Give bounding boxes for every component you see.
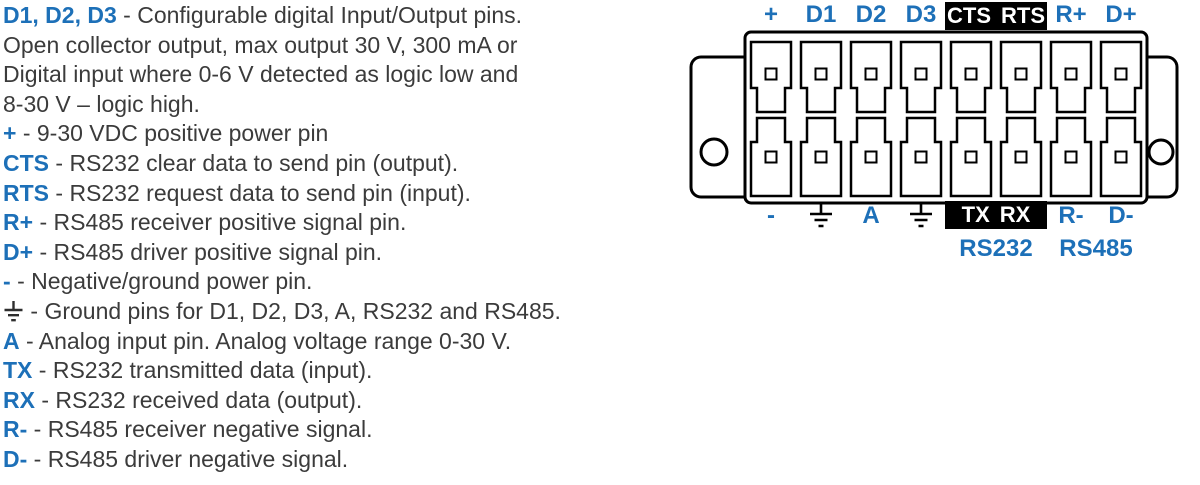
desc-entry-analog: A - Analog input pin. Analog voltage ran…	[3, 327, 695, 357]
pin-label-d2: D2	[855, 1, 887, 28]
desc-entry-d-minus: D- - RS485 driver negative signal.	[3, 445, 695, 475]
desc-entry-d-plus: D+ - RS485 driver positive signal pin.	[3, 238, 695, 268]
pin-term-d-minus: D-	[3, 445, 28, 472]
desc-text: - RS485 driver positive signal pin.	[39, 238, 383, 265]
pin-term-minus: -	[3, 268, 11, 295]
pin-term-plus: +	[3, 120, 17, 147]
desc-text: - RS232 transmitted data (input).	[38, 357, 373, 384]
desc-entry-rts: RTS - RS232 request data to send pin (in…	[3, 179, 695, 209]
desc-entry-r-plus: R+ - RS485 receiver positive signal pin.	[3, 208, 695, 238]
desc-text: - RS232 request data to send pin (input)…	[55, 179, 471, 206]
pin-label-cts: CTS	[947, 3, 991, 28]
interface-label-rs232: RS232	[959, 235, 1033, 262]
pin-label-r-minus: R-	[1058, 202, 1084, 229]
pin-label-d-minus: D-	[1108, 202, 1134, 229]
desc-text: - RS485 driver negative signal.	[33, 445, 349, 472]
pin-label-r-plus: R+	[1055, 1, 1087, 28]
pin-label-minus: -	[767, 202, 775, 229]
desc-text: - Configurable digital Input/Output pins…	[123, 2, 523, 28]
desc-text: - RS485 receiver negative signal.	[33, 416, 373, 443]
desc-text: - Analog input pin. Analog voltage range…	[26, 327, 512, 354]
desc-entry-rx: RX - RS232 received data (output).	[3, 386, 695, 416]
pin-label-plus: +	[763, 1, 779, 28]
rs232-cts-rts-box: CTS RTS	[945, 2, 1047, 30]
desc-entry-r-minus: R- - RS485 receiver negative signal.	[3, 415, 695, 445]
desc-text: 8-30 V – logic high.	[3, 90, 200, 117]
desc-text: - RS232 received data (output).	[41, 386, 363, 413]
pin-label-rx: RX	[999, 202, 1031, 227]
pin-label-rts: RTS	[1001, 3, 1045, 28]
interface-label-rs485: RS485	[1059, 235, 1133, 262]
desc-entry-cts: CTS - RS232 clear data to send pin (outp…	[3, 149, 695, 179]
desc-entry-ground: - Ground pins for D1, D2, D3, A, RS232 a…	[3, 297, 695, 327]
desc-entry-d1d2d3: D1, D2, D3 - Configurable digital Input/…	[3, 1, 695, 119]
desc-text: Digital input where 0-6 V detected as lo…	[3, 61, 519, 88]
pin-label-d-plus: D+	[1105, 1, 1137, 28]
pin-descriptions: D1, D2, D3 - Configurable digital Input/…	[3, 1, 695, 475]
pin-label-d3: D3	[905, 1, 937, 28]
connector-diagram: + D1 D2 D3 CTS RTS R+ D+ - A TX RX R- D-…	[680, 0, 1180, 275]
terminal-block-drawing	[689, 30, 1179, 205]
desc-text: Open collector output, max output 30 V, …	[3, 31, 518, 58]
pin-term-r-minus: R-	[3, 416, 28, 443]
desc-text: - RS485 receiver positive signal pin.	[39, 209, 407, 236]
pin-term-d-plus: D+	[3, 238, 34, 265]
desc-entry-tx: TX - RS232 transmitted data (input).	[3, 356, 695, 386]
pin-label-d1: D1	[805, 1, 837, 28]
desc-entry-plus: + - 9-30 VDC positive power pin	[3, 119, 695, 149]
desc-entry-minus: - - Negative/ground power pin.	[3, 267, 695, 297]
desc-text: - Ground pins for D1, D2, D3, A, RS232 a…	[30, 297, 561, 324]
pin-term-rts: RTS	[3, 179, 49, 206]
pin-term-cts: CTS	[3, 149, 49, 176]
pin-label-analog: A	[862, 202, 880, 229]
ground-icon	[908, 202, 934, 237]
rs232-tx-rx-box: TX RX	[945, 201, 1047, 229]
pin-term-r-plus: R+	[3, 209, 34, 236]
pin-label-tx: TX	[961, 202, 990, 227]
pin-term-tx: TX	[3, 357, 33, 384]
desc-text: - 9-30 VDC positive power pin	[22, 120, 329, 147]
pin-term-rx: RX	[3, 386, 35, 413]
pin-term-d1d2d3: D1, D2, D3	[3, 2, 117, 28]
pin-term-analog: A	[3, 327, 20, 354]
desc-text: - RS232 clear data to send pin (output).	[55, 149, 459, 176]
desc-text: - Negative/ground power pin.	[17, 268, 313, 295]
ground-icon	[3, 298, 24, 324]
ground-icon	[808, 202, 834, 237]
